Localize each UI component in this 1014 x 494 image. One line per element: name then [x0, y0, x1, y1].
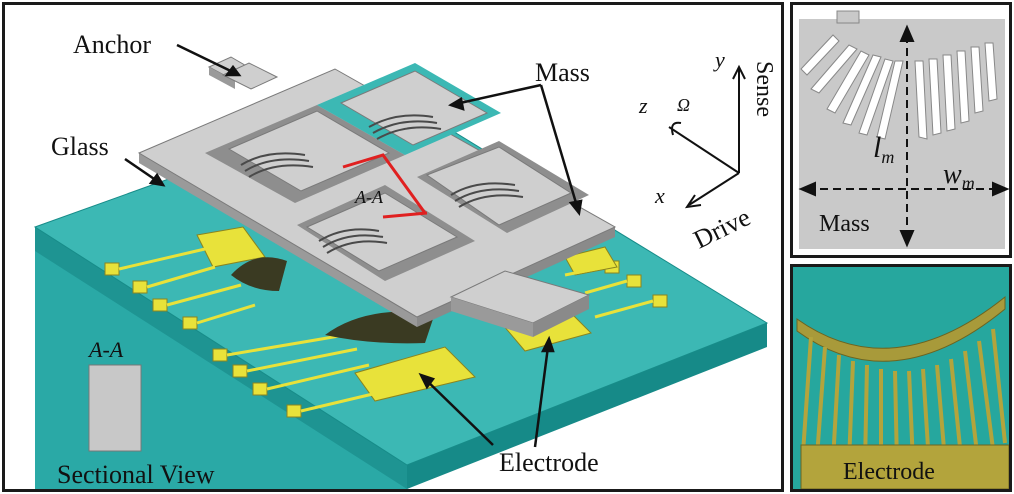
silicon-comb-fingers	[240, 114, 524, 254]
mass-label: Mass	[535, 58, 590, 87]
axis-x-label: x	[654, 183, 665, 208]
mass-dimension-drawing: lm wm Mass	[798, 10, 1009, 249]
section-label: A-A	[354, 187, 384, 207]
sectional-view-swatch	[88, 364, 142, 452]
electrode-photo-drawing: Electrode	[793, 267, 1009, 489]
anchor-label: Anchor	[73, 30, 151, 59]
electrode-label: Electrode	[499, 448, 599, 477]
glass-label: Glass	[51, 132, 109, 161]
sense-label: Sense	[751, 61, 777, 117]
electrode-photo-panel: Electrode	[790, 264, 1012, 492]
electrode-traces	[118, 247, 654, 413]
device-3d-view-panel: A-A y z Ω x Sense Drive Anchor Mass Glas…	[2, 2, 784, 492]
leader-arrows	[124, 43, 583, 448]
length-symbol: lm	[873, 131, 894, 167]
width-symbol: wm	[943, 159, 975, 193]
mass-inset-label: Mass	[819, 211, 870, 237]
electrode-base-pad	[800, 444, 1009, 489]
mass-comb-slots	[800, 34, 998, 140]
device-3d-illustration: A-A y z Ω x Sense Drive Anchor Mass Glas…	[33, 30, 777, 489]
sectional-view-label: Sectional View	[57, 460, 215, 489]
mass-dimension-panel: lm wm Mass	[790, 2, 1012, 258]
drive-label: Drive	[689, 202, 755, 254]
coordinate-axes	[668, 64, 746, 209]
axis-y-label: y	[713, 47, 725, 72]
section-small-label: A-A	[87, 337, 124, 362]
silicon-structure	[137, 56, 617, 337]
electrode-bus-bar	[796, 295, 1006, 362]
omega-label: Ω	[677, 95, 690, 115]
section-cut-marker	[342, 153, 428, 219]
dimension-arrows	[798, 24, 1009, 248]
electrode-inset-label: Electrode	[843, 459, 935, 485]
axis-z-label: z	[638, 93, 648, 118]
